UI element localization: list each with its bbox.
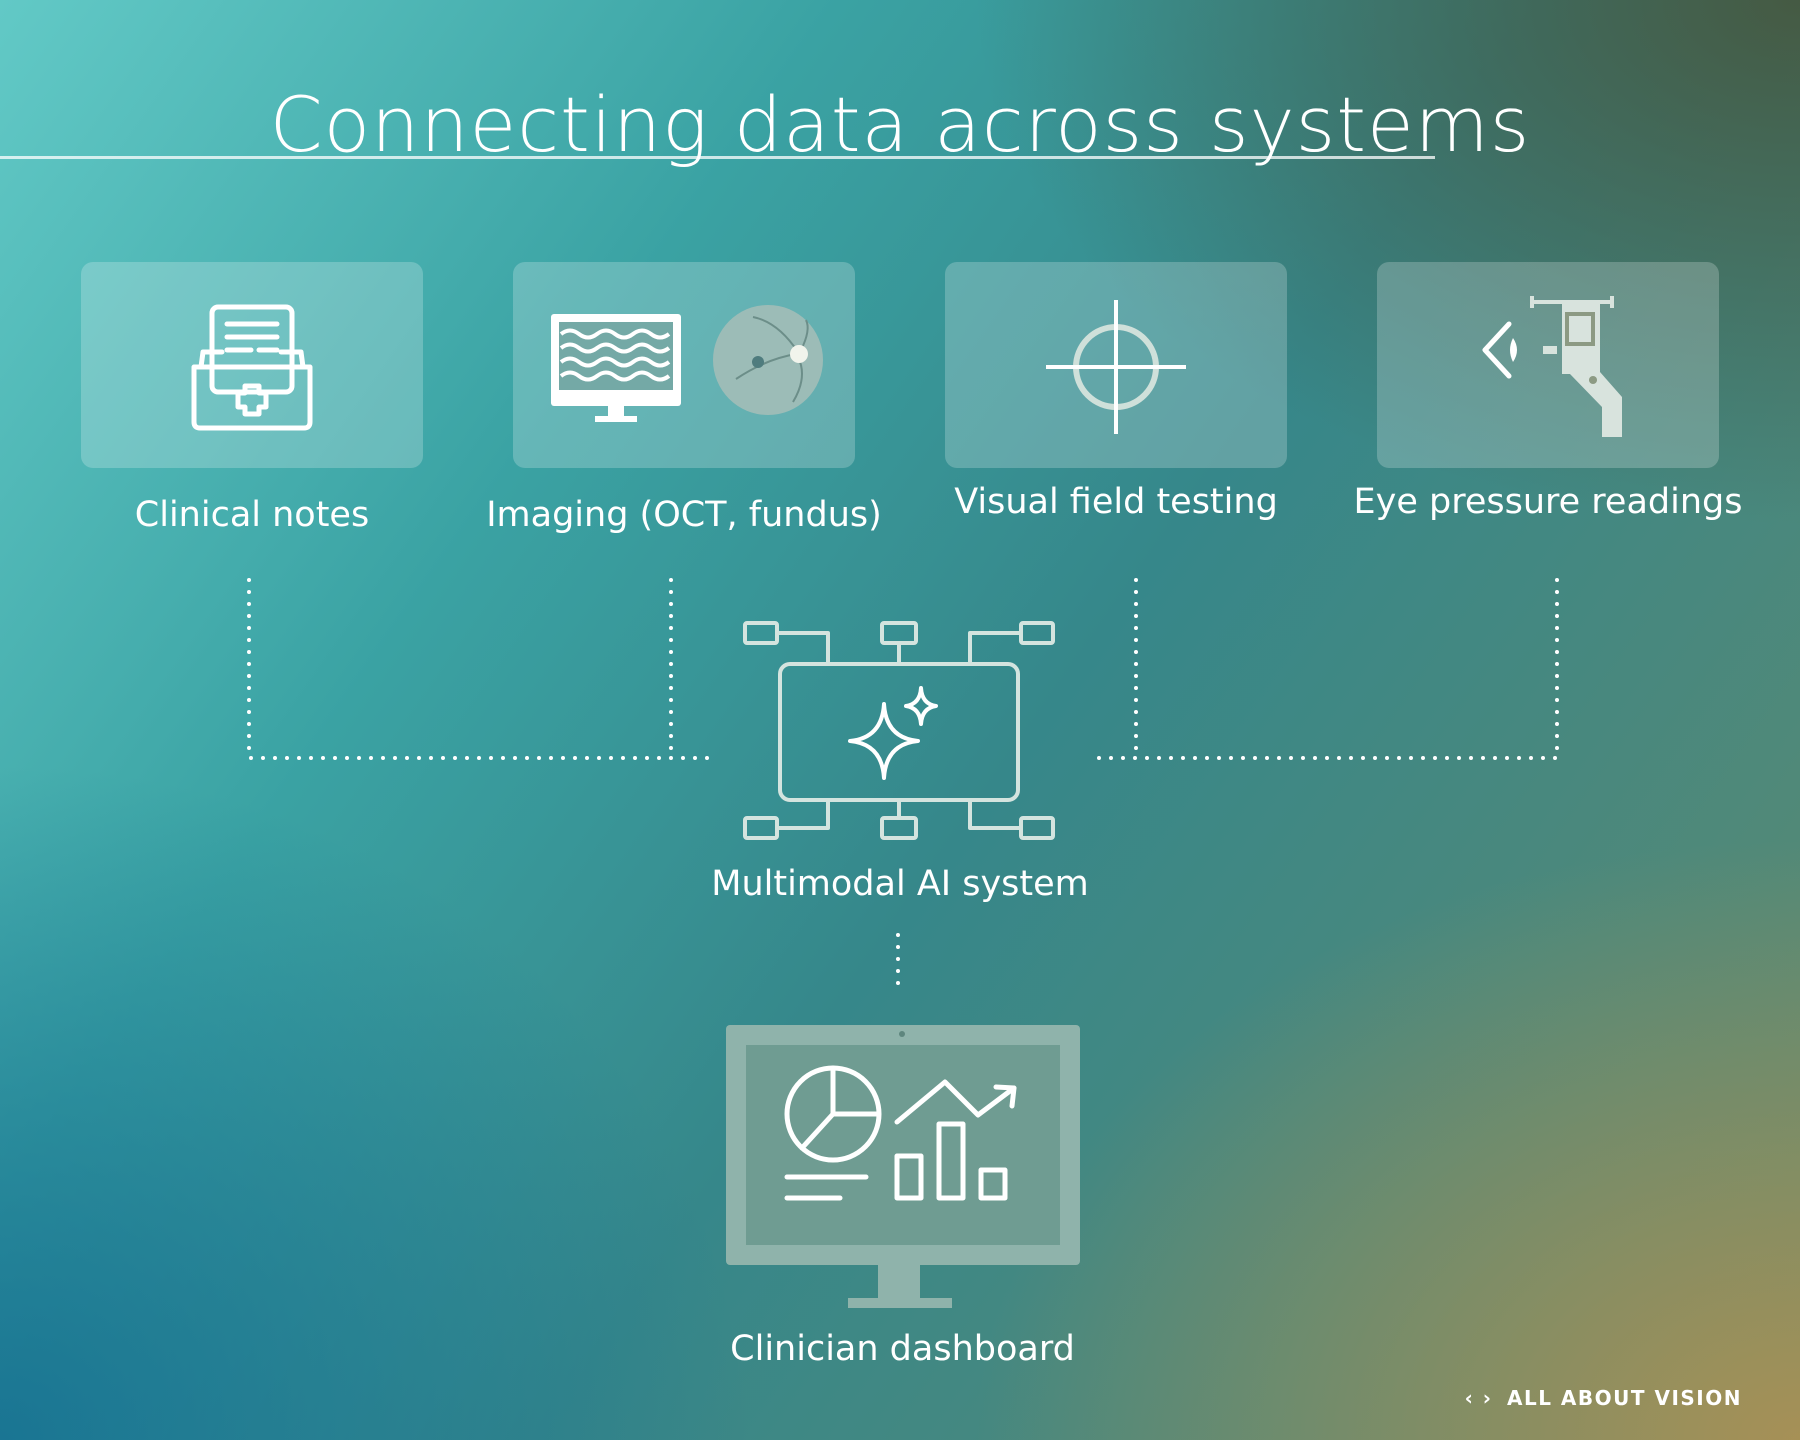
- title-underline: [0, 156, 1435, 159]
- oct-monitor-fundus-icon: [551, 305, 823, 422]
- page-title: Connecting data across systems: [269, 80, 1531, 169]
- card-clinical-notes: [81, 262, 423, 468]
- ai-chip-sparkle-icon: [743, 621, 1055, 840]
- brand-text: ALL ABOUT VISION: [1506, 1386, 1742, 1410]
- tonometer-icon: [1482, 296, 1622, 437]
- card-eye-pressure: [1377, 262, 1719, 468]
- label-clinical-notes: Clinical notes: [134, 495, 370, 535]
- connector-eye-pressure: [1094, 578, 1559, 760]
- title-area: Connecting data across systems: [0, 70, 1800, 170]
- card-imaging: [513, 262, 855, 468]
- label-dashboard: Clinician dashboard: [730, 1329, 1075, 1369]
- label-hub: Multimodal AI system: [711, 864, 1089, 904]
- brand-mark-icon: ‹ ›: [1464, 1386, 1493, 1410]
- label-imaging: Imaging (OCT, fundus): [486, 495, 882, 535]
- dashboard-monitor-icon: [726, 1025, 1080, 1308]
- medical-folder-icon: [191, 304, 313, 431]
- crosshair-target-icon: [1046, 300, 1186, 434]
- label-visual-field: Visual field testing: [954, 482, 1278, 522]
- card-visual-field: [945, 262, 1287, 468]
- connector-clinical-notes: [247, 578, 714, 760]
- brand-logo: ‹ › ALL ABOUT VISION: [1465, 1386, 1742, 1410]
- label-eye-pressure: Eye pressure readings: [1353, 482, 1743, 522]
